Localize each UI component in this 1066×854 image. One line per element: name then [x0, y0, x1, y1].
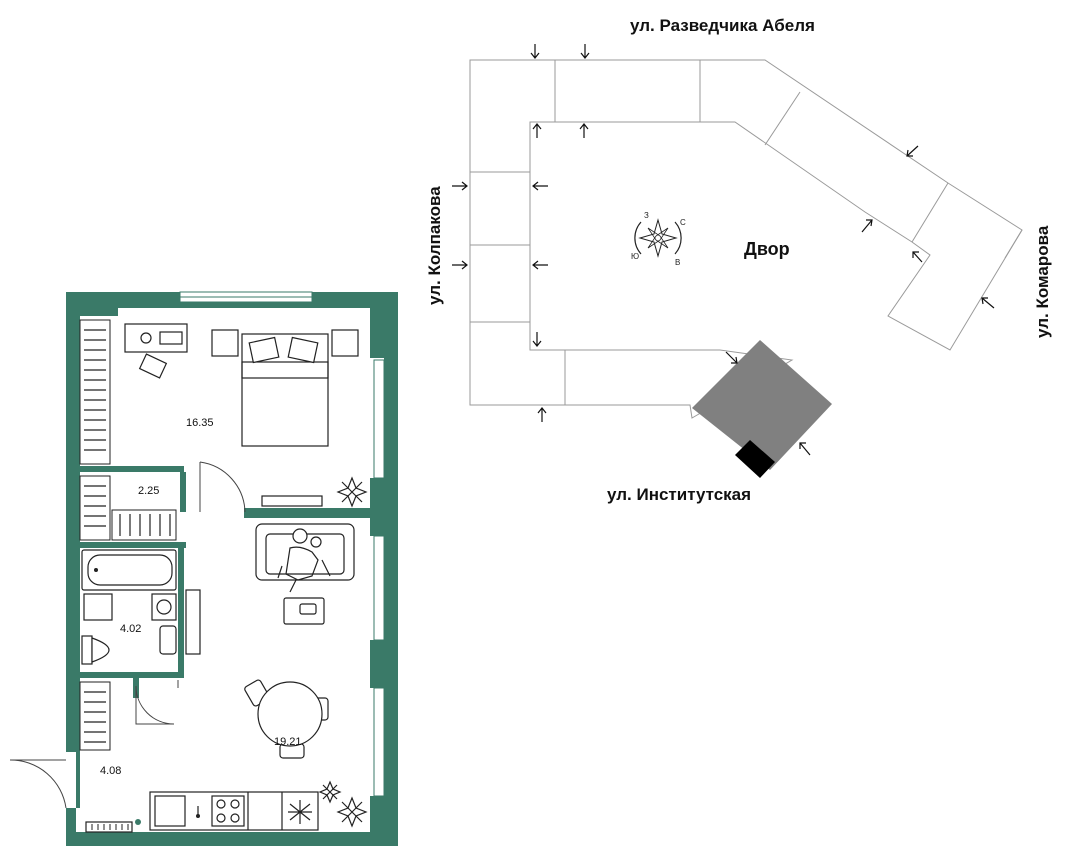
- tv-stand-bedroom: [261, 495, 323, 507]
- plant-kitchen: [318, 780, 368, 828]
- area-closet: 2.25: [138, 485, 159, 497]
- street-label-east: ул. Комарова: [1033, 225, 1052, 338]
- sink: [83, 593, 113, 621]
- windows-right: [373, 359, 385, 797]
- exterior-walls: [66, 292, 398, 846]
- highlighted-section: [692, 340, 832, 470]
- wardrobe-hallway: [79, 681, 111, 751]
- washing-machine: [151, 593, 177, 621]
- current-unit-marker: [735, 440, 775, 478]
- site-plan: С В Ю З ул. Разведчика Абеля ул. Колпако…: [425, 16, 1052, 504]
- toilet: [81, 635, 110, 665]
- area-bedroom: 16.35: [186, 417, 214, 429]
- person-sitting-icon: [277, 528, 331, 593]
- compass-rose-icon: С В Ю З: [631, 211, 686, 267]
- interior-walls: [76, 466, 384, 808]
- street-label-south: ул. Институтская: [607, 485, 751, 504]
- water-heater: [159, 625, 177, 655]
- street-label-west: ул. Колпакова: [425, 186, 444, 305]
- coffee-table: [283, 597, 325, 625]
- plant-bedroom: [336, 476, 368, 508]
- area-bathroom: 4.02: [120, 623, 141, 635]
- compass-east: В: [675, 258, 680, 267]
- area-hallway: 4.08: [100, 765, 121, 777]
- tv-living: [185, 589, 201, 655]
- nightstand-left: [211, 329, 239, 357]
- bathtub: [81, 549, 177, 591]
- desk-with-chair: [124, 323, 188, 379]
- yard-label: Двор: [744, 239, 790, 259]
- wardrobe-bedroom: [79, 319, 111, 465]
- doors: [9, 461, 246, 809]
- compass-north: С: [680, 218, 686, 227]
- street-label-north: ул. Разведчика Абеля: [630, 16, 815, 35]
- compass-south: Ю: [631, 252, 639, 261]
- radiator: [85, 821, 133, 833]
- kitchen-counter: [149, 791, 319, 831]
- dining-table-with-chairs: [244, 679, 329, 759]
- meter-dot: [135, 819, 141, 825]
- floor-plan: 16.35 2.25 4.02 4.08 19.21: [9, 291, 398, 846]
- wardrobe-closet: [79, 475, 177, 541]
- double-bed: [241, 333, 329, 447]
- area-living-kitchen: 19.21: [274, 736, 302, 748]
- entrance-arrows: [452, 44, 995, 456]
- section-dividers: [470, 60, 1023, 405]
- compass-west: З: [644, 211, 649, 220]
- nightstand-right: [331, 329, 359, 357]
